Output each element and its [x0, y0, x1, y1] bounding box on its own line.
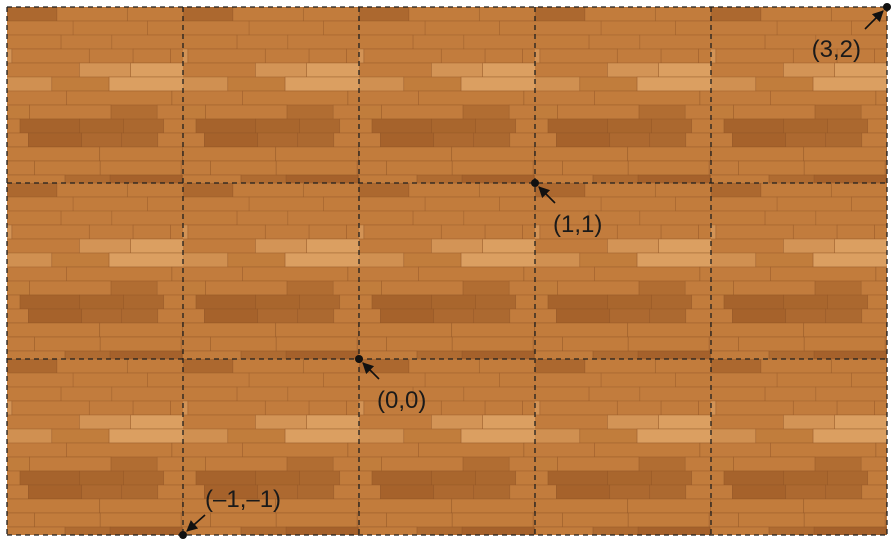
wood-texture-area [7, 7, 887, 535]
point-marker [531, 179, 539, 187]
point-arrow [186, 514, 206, 532]
coordinate-points: (0,0) (1,1) (3,2) (–1,–1) [179, 3, 891, 539]
point-label: (1,1) [553, 211, 602, 238]
point-marker [355, 355, 363, 363]
point-three-two: (3,2) [812, 3, 891, 63]
tile-grid-lines [6, 6, 888, 536]
point-marker [179, 531, 187, 539]
point-origin: (0,0) [355, 355, 426, 414]
point-minus-one: (–1,–1) [179, 486, 281, 539]
point-arrow [864, 10, 884, 30]
point-marker [883, 3, 891, 11]
point-label: (–1,–1) [205, 486, 281, 513]
point-arrow [362, 362, 380, 380]
point-label: (0,0) [377, 387, 426, 414]
point-one-one: (1,1) [531, 179, 602, 238]
point-arrow [538, 186, 556, 204]
point-label: (3,2) [812, 36, 861, 63]
